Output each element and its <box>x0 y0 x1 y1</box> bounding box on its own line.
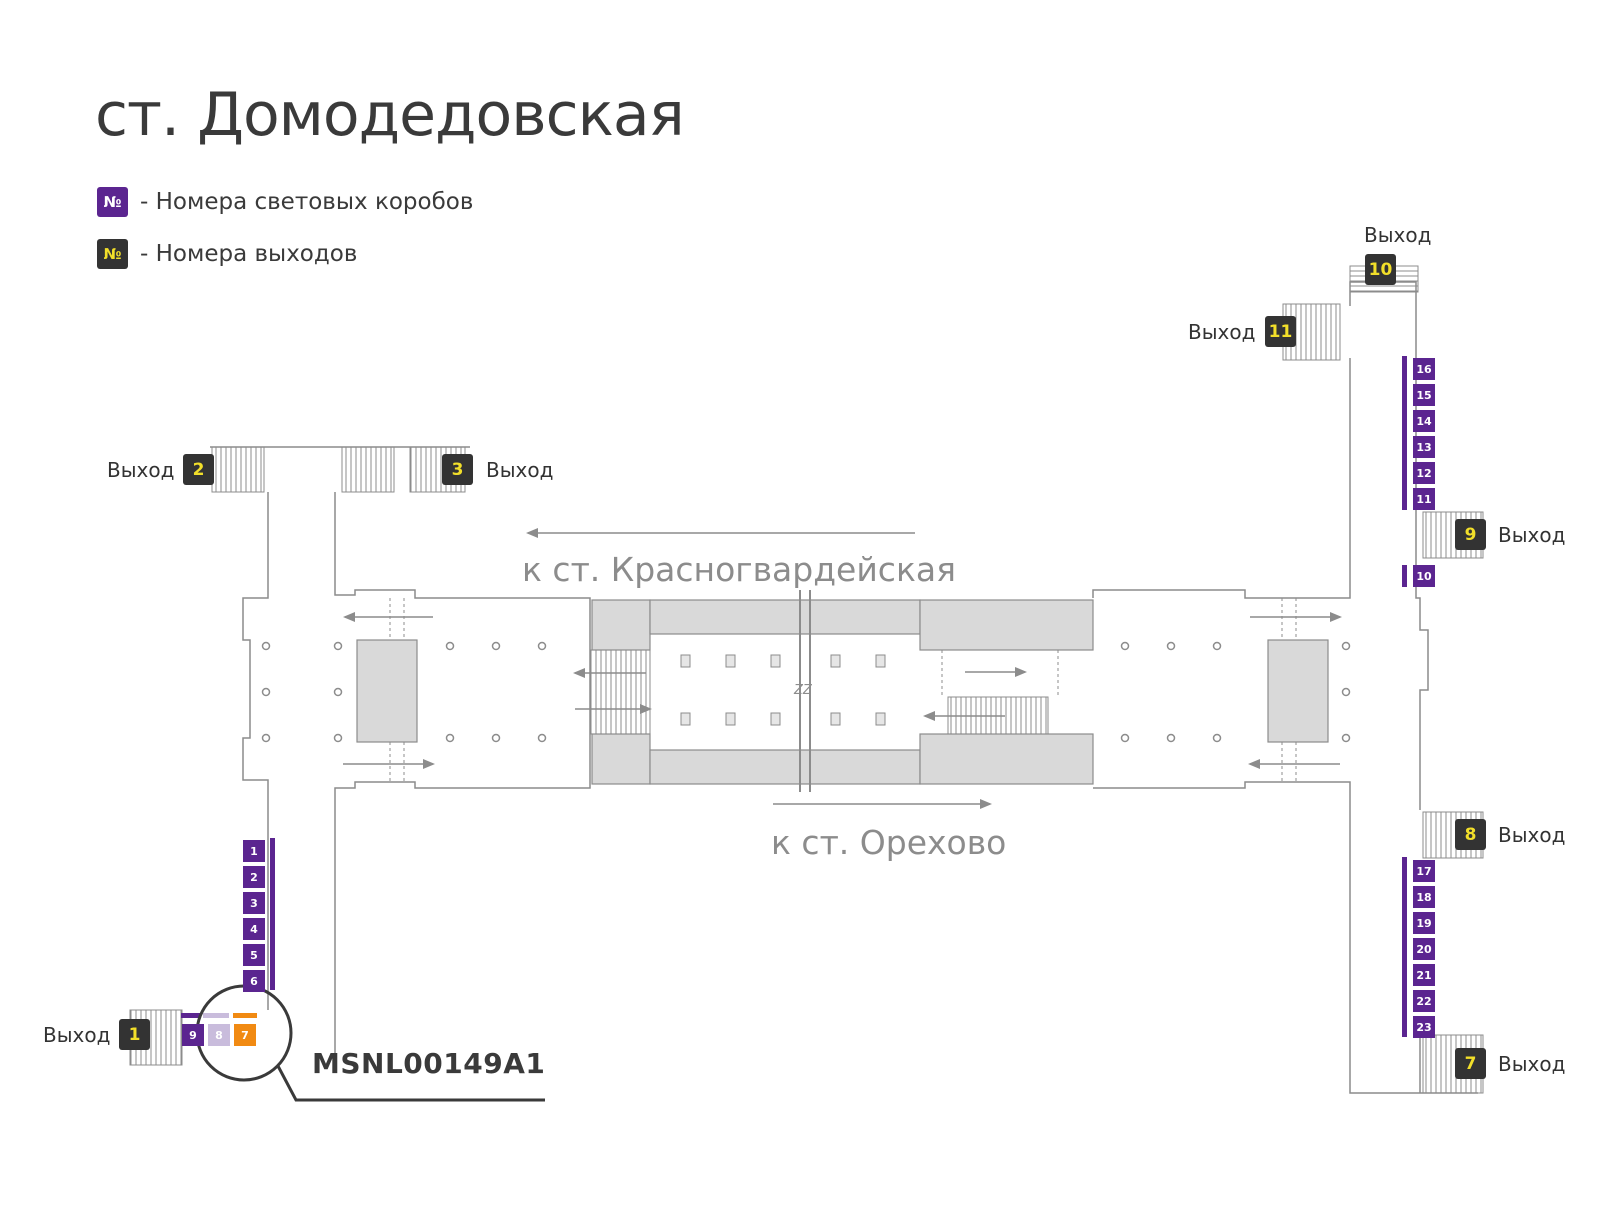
legend-lightboxes-label: - Номера световых коробов <box>140 189 474 215</box>
exit-9-badge: 9 <box>1455 519 1486 550</box>
lightbox-6: 6 <box>243 970 265 992</box>
exit-9-label: Выход <box>1498 523 1566 547</box>
lightbox-8: 8 <box>208 1024 230 1046</box>
lightbox-3: 3 <box>243 892 265 914</box>
lightbox-4: 4 <box>243 918 265 940</box>
lightbox-17: 17 <box>1413 860 1435 882</box>
exit-1-badge: 1 <box>119 1019 150 1050</box>
lightbox-20: 20 <box>1413 938 1435 960</box>
direction-krasnogvardeyskaya: к ст. Красногвардейская <box>522 550 956 589</box>
exit-8-label: Выход <box>1498 823 1566 847</box>
lightbox-12: 12 <box>1413 462 1435 484</box>
lightbox-11: 11 <box>1413 488 1435 510</box>
lightbox-23: 23 <box>1413 1016 1435 1038</box>
exit-11-label: Выход <box>1188 320 1256 344</box>
lightbox-7-highlighted: 7 <box>234 1024 256 1046</box>
zz-mark: ZZ <box>794 683 812 698</box>
exit-10-label: Выход <box>1364 223 1432 247</box>
legend-lightbox-swatch: № <box>97 187 128 217</box>
legend-lightboxes: № - Номера световых коробов <box>97 187 473 217</box>
lightbox-code-label: MSNL00149A1 <box>312 1047 546 1080</box>
lightbox-16: 16 <box>1413 358 1435 380</box>
station-title: ст. Домодедовская <box>95 80 685 150</box>
lightbox-5: 5 <box>243 944 265 966</box>
lightbox-9: 9 <box>182 1024 204 1046</box>
exit-2-badge: 2 <box>183 454 214 485</box>
exit-7-label: Выход <box>1498 1052 1566 1076</box>
exit-3-label: Выход <box>486 458 554 482</box>
exit-8-badge: 8 <box>1455 819 1486 850</box>
exit-10-badge: 10 <box>1365 254 1396 285</box>
exit-7-badge: 7 <box>1455 1048 1486 1079</box>
lightbox-22: 22 <box>1413 990 1435 1012</box>
lightbox-10: 10 <box>1413 565 1435 587</box>
legend-exits-label: - Номера выходов <box>140 241 358 267</box>
legend-exits: № - Номера выходов <box>97 239 357 269</box>
lightbox-1: 1 <box>243 840 265 862</box>
lightbox-21: 21 <box>1413 964 1435 986</box>
exit-2-label: Выход <box>107 458 175 482</box>
lightbox-14: 14 <box>1413 410 1435 432</box>
lightbox-15: 15 <box>1413 384 1435 406</box>
direction-orekhovo: к ст. Орехово <box>771 823 1007 862</box>
lightbox-2: 2 <box>243 866 265 888</box>
lightbox-19: 19 <box>1413 912 1435 934</box>
lightbox-18: 18 <box>1413 886 1435 908</box>
legend-exit-swatch: № <box>97 239 128 269</box>
exit-11-badge: 11 <box>1265 316 1296 347</box>
exit-3-badge: 3 <box>442 454 473 485</box>
lightbox-13: 13 <box>1413 436 1435 458</box>
exit-1-label: Выход <box>43 1023 111 1047</box>
